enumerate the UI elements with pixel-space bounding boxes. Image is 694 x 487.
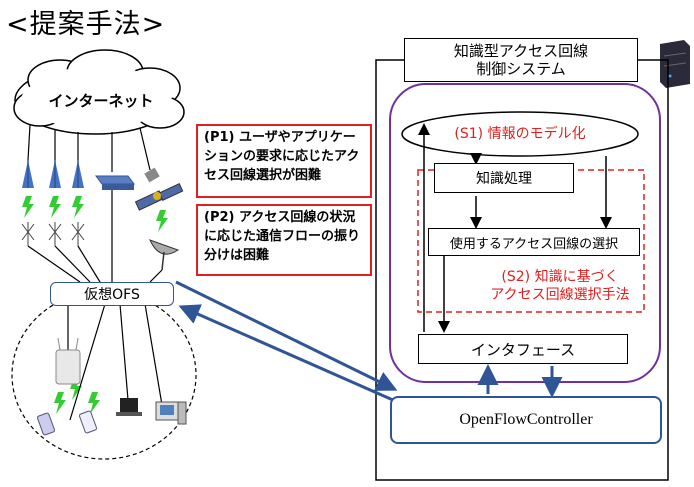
lan-area <box>11 290 197 460</box>
interface-box: インタフェース <box>418 334 628 364</box>
problem-p1: (P1) ユーザやアプリケーションの要求に応じたアクセス回線選択が困難 <box>196 124 372 198</box>
s2-label: (S2) 知識に基づく アクセス回線選択手法 <box>470 268 650 304</box>
server-icon <box>660 40 690 88</box>
router-icon <box>95 175 135 190</box>
satellite-dish-icon <box>149 239 180 271</box>
receiver-antenna-icon <box>21 222 85 246</box>
virtual-ofs-box: 仮想OFS <box>50 282 174 306</box>
access-point-icon <box>55 337 81 385</box>
page-title: <提案手法> <box>6 9 166 40</box>
problem-p2: (P2) アクセス回線の状況に応じた通信フローの振り分けは困難 <box>196 204 372 276</box>
knowledge-system-area <box>389 83 661 383</box>
s1-ellipse <box>401 111 639 157</box>
system-label-line1: 知識型アクセス回線 <box>453 42 589 60</box>
antenna-tower-icon <box>22 160 84 188</box>
desktop-pc-icon <box>155 401 187 425</box>
internet-label: インターネット <box>48 92 154 110</box>
s1-label: (S1) 情報のモデル化 <box>454 126 586 142</box>
openflow-controller-box: OpenFlowController <box>390 396 662 444</box>
access-line-selection-box: 使用するアクセス回線の選択 <box>428 228 640 256</box>
knowledge-processing-box: 知識処理 <box>434 163 574 193</box>
system-label-line2: 制御システム <box>476 60 566 78</box>
internet-cloud <box>13 49 185 135</box>
system-label: 知識型アクセス回線 制御システム <box>404 38 638 82</box>
satellite-icon <box>134 167 184 211</box>
laptop-icon <box>116 398 142 416</box>
s2-label-line1: (S2) 知識に基づく <box>501 269 619 285</box>
s2-label-line2: アクセス回線選択手法 <box>490 287 630 303</box>
smartphone-icon <box>37 410 97 436</box>
